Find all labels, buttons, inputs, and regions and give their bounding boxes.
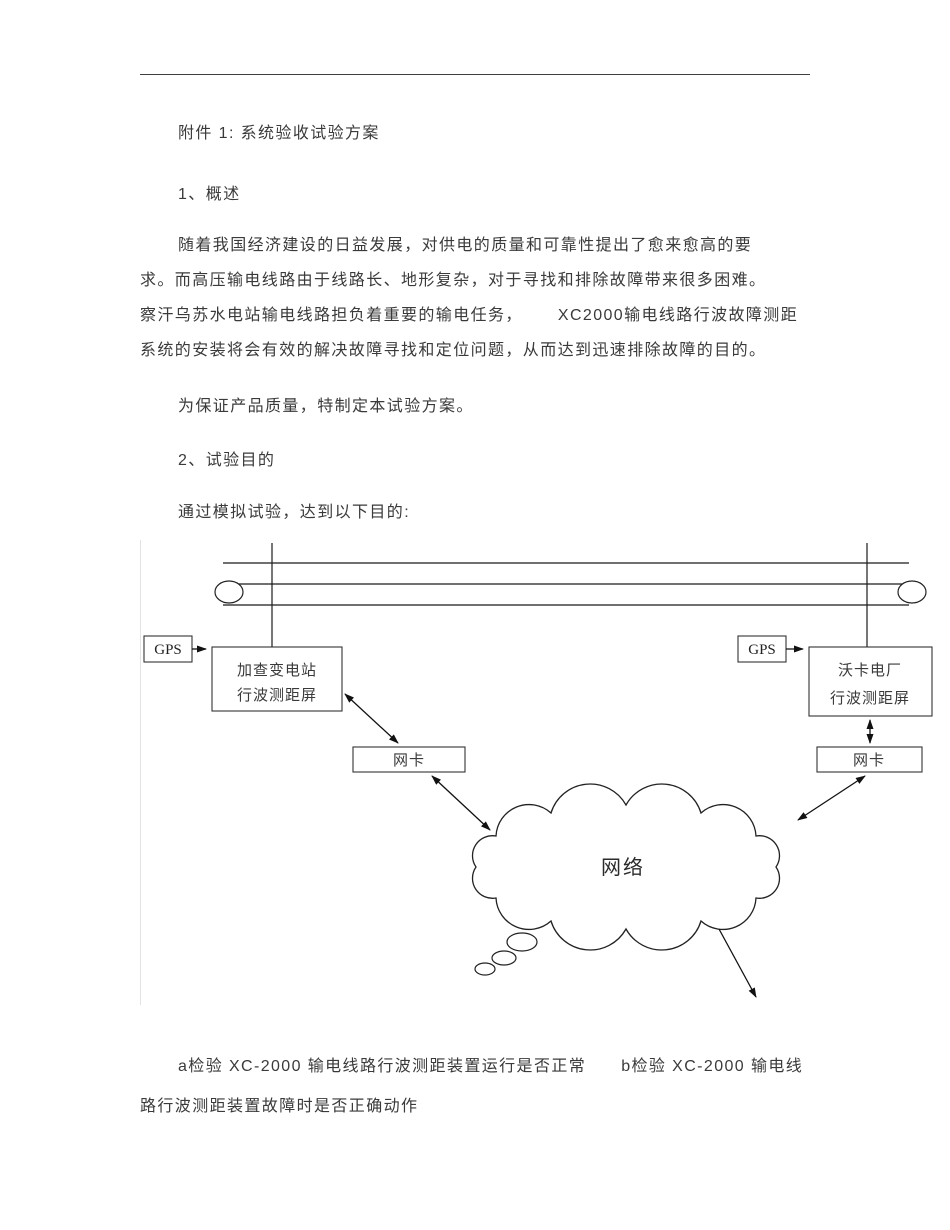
attachment-title: 附件 1: 系统验收试验方案: [178, 125, 380, 142]
bottom-text-line-1: a检验 XC-2000 输电线路行波测距装置运行是否正常 b检验 XC-2000…: [178, 1058, 804, 1075]
header-rule: [140, 74, 810, 75]
station-box-right: [808, 646, 933, 717]
station-left-label-1: 加查变电站: [237, 662, 317, 679]
cloud-puff-1: [506, 932, 538, 952]
cloud-puff-3: [474, 962, 496, 976]
paragraph-1-line-1: 随着我国经济建设的日益发展，对供电的质量和可靠性提出了愈来愈高的要: [178, 237, 753, 254]
network-cloud: [471, 783, 781, 951]
system-diagram-svg: GPS GPS 加查变电站 行波测距屏 沃卡电厂 行波测距屏 网卡 网卡: [143, 543, 933, 998]
arrow-nic-right-to-cloud: [797, 775, 866, 821]
arrow-nic-left-to-cloud: [431, 775, 491, 831]
cloud-label: 网络: [601, 856, 645, 879]
arrow-cloud-out: [718, 928, 757, 998]
nic-box-left: [352, 746, 466, 773]
station-right-label-2: 行波测距屏: [830, 690, 910, 707]
paragraph-1-line-3: 察汗乌苏水电站输电线路担负着重要的输电任务， XC2000输电线路行波故障测距: [140, 307, 799, 324]
paragraph-1-line-4: 系统的安装将会有效的解决故障寻找和定位问题，从而达到迅速排除故障的目的。: [140, 342, 767, 359]
section-2-heading: 2、试验目的: [178, 452, 276, 469]
station-left-label-2: 行波测距屏: [237, 687, 317, 704]
bottom-text-line-2: 路行波测距装置故障时是否正确动作: [140, 1098, 419, 1115]
paragraph-2: 为保证产品质量，特制定本试验方案。: [178, 398, 474, 415]
nic-left-label: 网卡: [393, 752, 425, 769]
system-diagram: GPS GPS 加查变电站 行波测距屏 沃卡电厂 行波测距屏 网卡 网卡: [140, 540, 935, 1005]
section-1-heading: 1、概述: [178, 186, 241, 203]
station-box-left: [211, 646, 343, 712]
right-line-terminal: [897, 580, 927, 604]
paragraph-1-line-2: 求。而高压输电线路由于线路长、地形复杂，对于寻找和排除故障带来很多困难。: [140, 272, 767, 289]
nic-box-right: [816, 746, 923, 773]
paragraph-3: 通过模拟试验，达到以下目的:: [178, 504, 411, 521]
nic-right-label: 网卡: [853, 752, 885, 769]
gps-left-label: GPS: [154, 642, 182, 658]
left-line-terminal: [214, 580, 244, 604]
cloud-puff-2: [491, 950, 517, 966]
arrow-station-left-to-nic: [344, 693, 399, 744]
station-right-label-1: 沃卡电厂: [838, 662, 902, 679]
gps-right-label: GPS: [748, 642, 776, 658]
